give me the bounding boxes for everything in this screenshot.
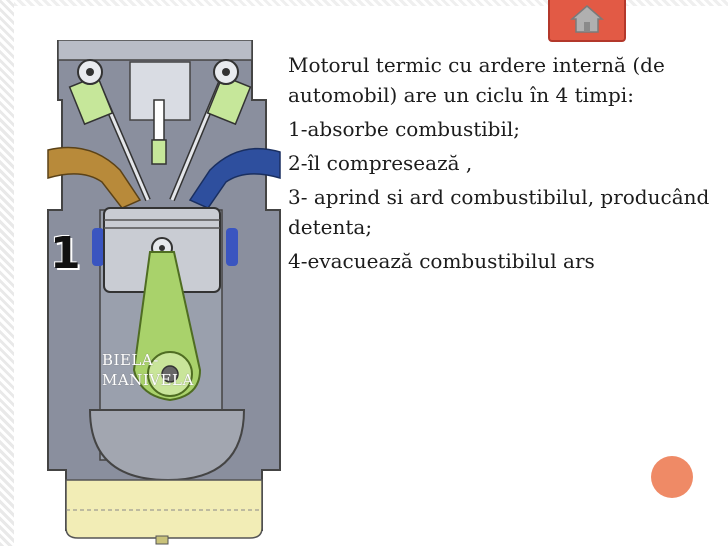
intro-paragraph: Motorul termic cu ardere internă (de aut… — [288, 50, 718, 110]
step-number-label: 1 — [50, 228, 81, 279]
slide-text: Motorul termic cu ardere internă (de aut… — [288, 50, 718, 280]
biela-manivela-label: BIELA-MANIVELA — [102, 350, 212, 390]
decorative-orange-circle — [651, 456, 693, 498]
step-item-3: 3- aprind si ard combustibilul, producân… — [288, 182, 718, 242]
step-item-4: 4-evacuează combustibilul ars — [288, 246, 718, 276]
engine-cross-section-diagram — [30, 40, 300, 546]
step-item-2: 2-îl compresează , — [288, 148, 718, 178]
step-item-1: 1-absorbe combustibil; — [288, 114, 718, 144]
decorative-left-border — [0, 0, 14, 546]
home-button[interactable] — [548, 0, 626, 42]
home-icon — [570, 4, 604, 34]
